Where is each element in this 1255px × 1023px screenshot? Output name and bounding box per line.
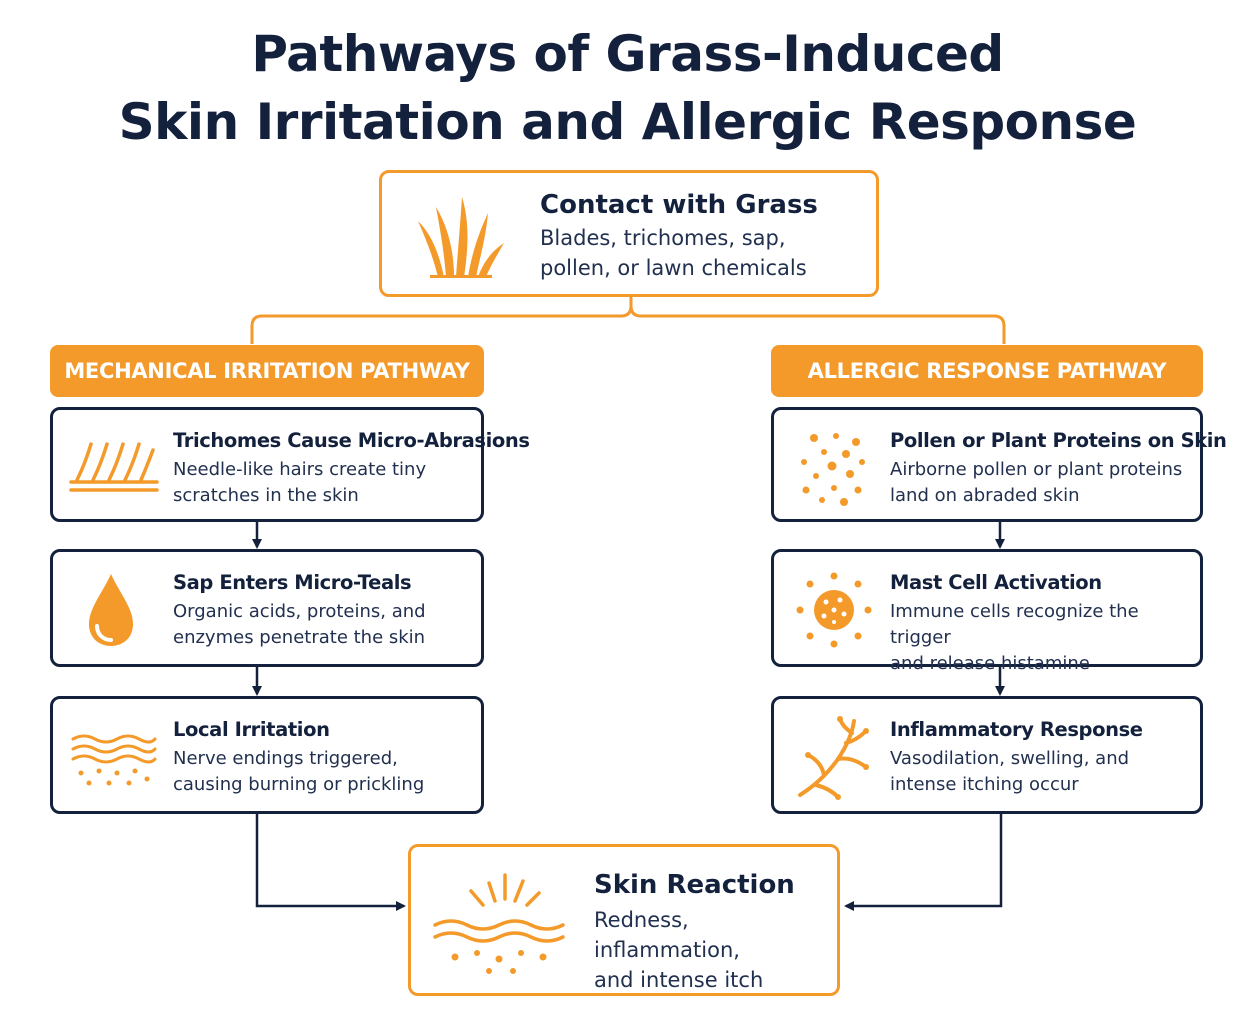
allergic-step-3-desc-line-1: Vasodilation, swelling, and xyxy=(890,748,1130,769)
mechanical-step-1-desc-line-1: Needle-like hairs create tiny xyxy=(173,459,427,480)
mechanical-step-1-desc-line-2: scratches in the skin xyxy=(173,485,359,506)
allergic-step-2-title: Mast Cell Activation xyxy=(890,571,1102,594)
diagram-title-line-2: Skin Irritation and Allergic Response xyxy=(118,93,1137,151)
mechanical-step-sap: Sap Enters Micro-Teals Organic acids, pr… xyxy=(50,549,484,667)
allergic-step-3-desc-line-2: intense itching occur xyxy=(890,774,1079,795)
allergic-step-inflammatory: Inflammatory Response Vasodilation, swel… xyxy=(771,696,1203,814)
mechanical-step-3-title: Local Irritation xyxy=(173,718,330,741)
split-bracket-right xyxy=(629,305,1006,344)
outcome-desc-line-2: and intense itch xyxy=(594,968,764,992)
allergic-pathway-header: ALLERGIC RESPONSE PATHWAY xyxy=(771,345,1203,397)
nerve-branch-icon xyxy=(798,716,869,800)
mechanical-step-local-irritation: Local Irritation Nerve endings triggered… xyxy=(50,696,484,814)
start-desc-line-2: pollen, or lawn chemicals xyxy=(540,256,807,280)
pollen-dots-icon xyxy=(801,433,865,506)
allergic-step-2-desc-line-1: Immune cells recognize the trigger xyxy=(890,601,1139,648)
outcome-title: Skin Reaction xyxy=(594,870,795,900)
diagram-title-line-1: Pathways of Grass-Induced xyxy=(251,25,1004,83)
arrow-left-to-outcome xyxy=(255,814,406,911)
arrow-right-to-outcome xyxy=(844,814,1003,911)
mechanical-step-2-desc-line-2: enzymes penetrate the skin xyxy=(173,627,426,648)
grass-icon xyxy=(418,197,504,278)
start-title: Contact with Grass xyxy=(540,190,818,220)
start-desc-line-1: Blades, trichomes, sap, xyxy=(540,226,786,250)
allergic-step-2-desc-line-2: and release histamine xyxy=(890,653,1090,674)
skin-waves-icon xyxy=(71,734,157,786)
mechanical-pathway-header: MECHANICAL IRRITATION PATHWAY xyxy=(50,345,484,397)
outcome-desc-line-1: Redness, inflammation, xyxy=(594,908,740,962)
mechanical-step-3-desc-line-1: Nerve endings triggered, xyxy=(173,748,398,769)
mechanical-step-1-title: Trichomes Cause Micro-Abrasions xyxy=(173,429,530,452)
allergic-step-3-title: Inflammatory Response xyxy=(890,718,1143,741)
trichome-hairs-icon xyxy=(69,442,159,492)
mechanical-step-2-title: Sap Enters Micro-Teals xyxy=(173,571,412,594)
allergic-step-pollen: Pollen or Plant Proteins on Skin Airborn… xyxy=(771,407,1227,522)
allergic-step-1-title: Pollen or Plant Proteins on Skin xyxy=(890,429,1227,452)
irritated-skin-icon xyxy=(433,873,565,974)
outcome-node-skin-reaction: Skin Reaction Redness, inflammation, and… xyxy=(408,844,840,996)
split-bracket xyxy=(250,296,633,344)
mechanical-step-2-desc-line-1: Organic acids, proteins, and xyxy=(173,601,426,622)
mast-cell-icon xyxy=(796,572,872,648)
allergic-step-1-desc-line-1: Airborne pollen or plant proteins xyxy=(890,459,1183,480)
allergic-step-1-desc-line-2: land on abraded skin xyxy=(890,485,1080,506)
mechanical-step-trichomes: Trichomes Cause Micro-Abrasions Needle-l… xyxy=(50,407,530,522)
sap-drop-icon xyxy=(89,574,133,646)
mechanical-step-3-desc-line-2: causing burning or prickling xyxy=(173,774,425,795)
allergic-step-mast-cell: Mast Cell Activation Immune cells recogn… xyxy=(771,549,1203,674)
start-node-contact-with-grass: Contact with Grass Blades, trichomes, sa… xyxy=(379,170,879,297)
